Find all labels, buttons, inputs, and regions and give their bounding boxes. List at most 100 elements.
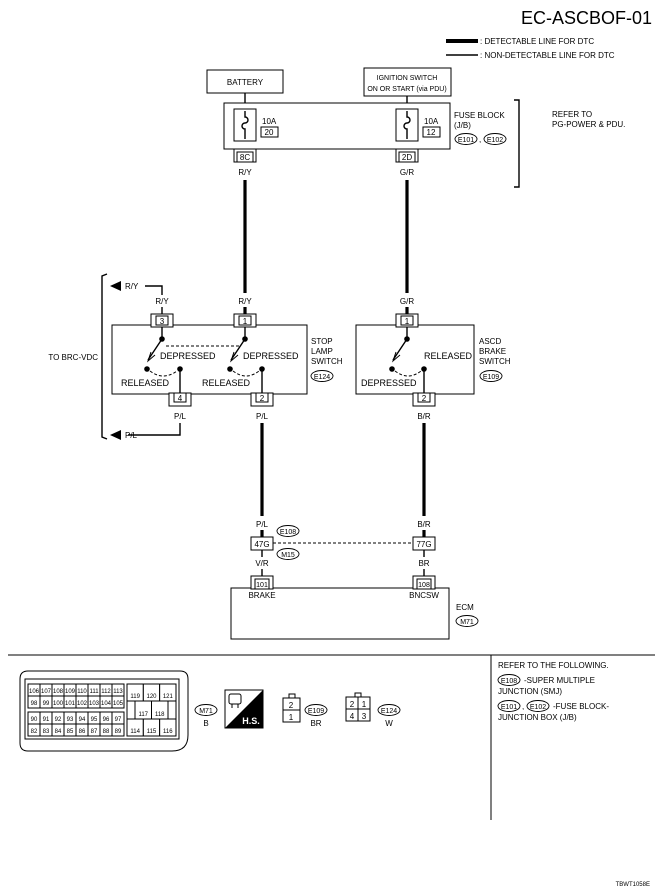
junction-m15-oval [276,548,300,560]
refer-e108-oval [497,674,521,686]
m71-pin-label: 116 [163,729,173,735]
stop-lamp-terminal-3-label: 3 [160,317,165,326]
m71-pin-label: 106 [29,689,40,695]
ascd-contact-a [389,366,395,372]
fuse-right-icon [403,111,411,139]
terminal-8c-label: 8C [240,153,250,162]
stop-lamp-right-contact-a [227,366,233,372]
footer-code: TBWT1058E [616,882,650,888]
m71-pin-label: 111 [89,689,99,695]
e124-latch [354,692,362,698]
m71-pin-label: 108 [53,689,64,695]
m71-pin-label: 83 [43,729,50,735]
e124-pin-3: 3 [362,712,367,721]
junction-m15: M15 [281,552,295,559]
stop-lamp-label-1: STOP [311,337,333,346]
m71-pin-label: 112 [101,689,111,695]
e124-pin-1: 1 [362,700,367,709]
ascd-label-2: BRAKE [479,347,506,356]
wire-pl-branch [128,423,181,436]
stop-lamp-left-arm [147,338,163,361]
ignition-label-1: IGNITION SWITCH [377,75,438,82]
refer-fb-text-1: -FUSE BLOCK- [553,702,609,711]
fuse-right-num: 12 [427,128,436,137]
stop-lamp-released-left: RELEASED [121,378,170,388]
fuse-right-amp: 10A [424,117,439,126]
refer-e108-text-2: JUNCTION (SMJ) [498,687,562,696]
wire-label-br-e108: B/R [417,520,431,529]
stop-lamp-left-arm-arrow [146,351,156,363]
refer-e102: E102 [530,704,546,711]
wire-label-gr-top: G/R [400,168,414,177]
battery-label: BATTERY [227,78,264,87]
m71-label-oval [194,704,218,716]
ecm-box [230,587,450,640]
terminal-8c-inner [236,151,254,163]
legend-non-detectable-text: : NON-DETECTABLE LINE FOR DTC [480,51,615,60]
fuse-left-body [233,108,257,142]
m71-pin-label: 95 [91,717,98,723]
ascd-label-3: SWITCH [479,357,511,366]
e124-pin-2: 2 [350,700,355,709]
m71-pin-label: 87 [91,729,98,735]
terminal-2d-label: 2D [402,153,412,162]
stop-lamp-terminal-4-label: 4 [178,394,183,403]
ascd-terminal-1-label: 1 [405,317,410,326]
m71-pin-label: 96 [103,717,110,723]
fuse-right-num-box [422,126,441,138]
ecm-pin-brake: BRAKE [248,591,275,600]
m71-pin-label: 121 [163,694,174,700]
e124-label-oval [377,704,401,716]
m71-pin-cell [159,718,177,737]
refer-line-1: REFER TO THE FOLLOWING. [498,661,609,670]
ascd-terminal-1-inner [400,315,414,326]
m71-pin-label: 99 [43,701,50,707]
ecm-terminal-101-label: 101 [256,582,268,589]
wire-label-pl-t2: P/L [256,412,269,421]
arrow-ry-branch [110,281,121,291]
wire-label-ry-branch: R/Y [125,282,139,291]
m71-pin-label: 91 [43,717,50,723]
m71-pin-label: 109 [65,689,76,695]
refer-sep: , [522,702,524,711]
ascd-depressed: DEPRESSED [361,378,417,388]
wire-label-ry-t3: R/Y [155,297,169,306]
stop-lamp-switch-box [111,324,308,395]
e109-pin-2: 2 [289,701,294,710]
fuse-block-connector-e101-oval [454,133,478,145]
junction-e108: E108 [280,529,296,536]
stop-lamp-connector-oval [310,370,334,382]
legend-detectable-text: : DETECTABLE LINE FOR DTC [480,37,594,46]
e124-pin-4: 4 [350,712,355,721]
wire-label-vr-ecm: V/R [255,559,269,568]
fuse-block-connector-e102: E102 [487,137,503,144]
stop-lamp-right-arm-arrow [229,351,239,363]
wire-label-br-t2: B/R [417,412,431,421]
ecm-terminal-108-inner [416,578,432,590]
junction-e108-oval [276,525,300,537]
ecm-label: ECM [456,603,474,612]
e109-latch [288,693,296,699]
ecm-connector-oval [455,615,479,627]
hs-label: H.S. [242,716,260,726]
ascd-depressed-arc [394,370,422,377]
ignition-label-2: ON OR START (via PDU) [367,86,446,93]
m71-pin-label: 102 [77,701,88,707]
stop-lamp-terminal-3-inner [155,315,169,326]
fuse-block-label-1: FUSE BLOCK [454,111,505,120]
brc-vdc-bracket [101,273,108,440]
m71-label: M71 [199,708,213,715]
m71-pin-label: 85 [67,729,74,735]
ascd-switch-box [355,324,475,395]
stop-lamp-label-3: SWITCH [311,357,343,366]
fuse-left-num-box [260,126,279,138]
hs-badge-fill [225,690,263,728]
m71-pin-label: 113 [113,689,123,695]
stop-lamp-depressed-left: DEPRESSED [160,351,216,361]
e109-color: BR [310,719,321,728]
e109-label: E109 [308,708,324,715]
to-brc-vdc-label: TO BRC-VDC [48,353,98,362]
stop-lamp-terminal-2-inner [255,392,269,403]
m71-pin-label: 105 [113,701,124,707]
m71-pin-label: 118 [155,712,165,718]
